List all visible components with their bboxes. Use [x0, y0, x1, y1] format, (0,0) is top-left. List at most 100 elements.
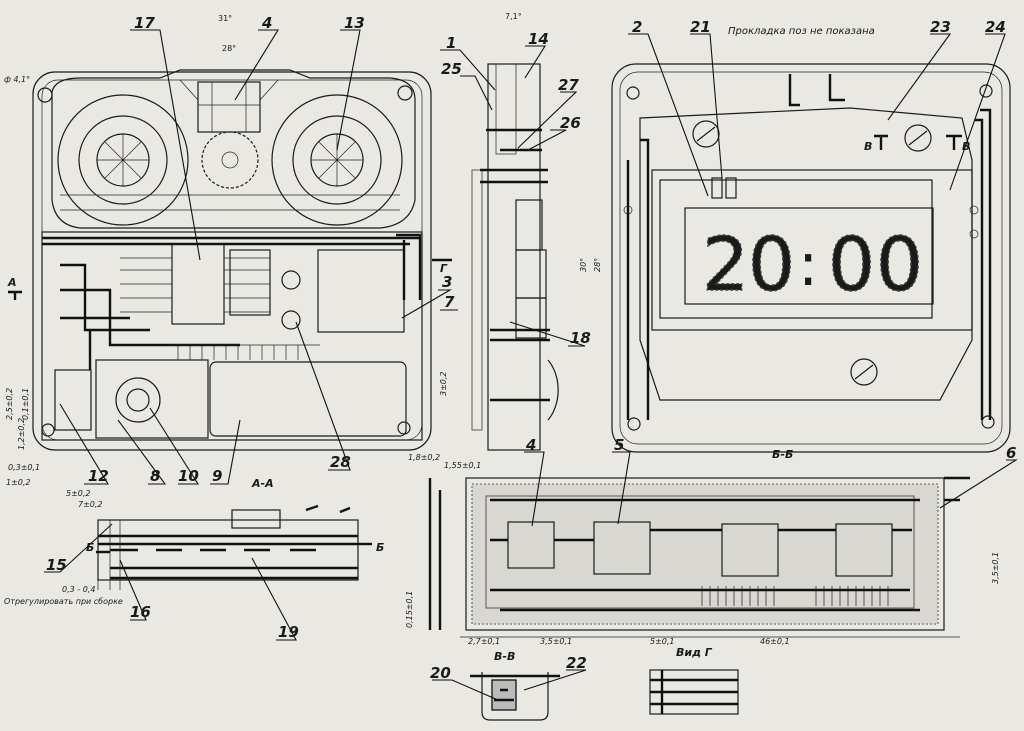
section-mark-v-left: В — [864, 140, 872, 153]
callout-14: 14 — [528, 30, 549, 48]
aa-right-reel-outer — [271, 94, 403, 226]
vv-chip-b — [835, 523, 893, 577]
bb-bezel — [639, 107, 973, 401]
bb-led-pin-1 — [711, 177, 723, 199]
callout-28: 28 — [330, 453, 351, 471]
callout-13: 13 — [344, 14, 365, 32]
bb-digit-4: 0 — [876, 222, 923, 308]
aa-battery-9 — [209, 361, 407, 437]
callout-4-bottom: 4 — [525, 436, 536, 454]
aa-head-detail — [179, 79, 279, 132]
dim-phi: ф 4,1° — [4, 75, 30, 84]
bb-digit-2: 0 — [748, 222, 795, 308]
bb-screw-top-left — [692, 120, 720, 148]
angle-note-4: 30° — [579, 258, 588, 272]
callout-20: 20 — [430, 664, 451, 682]
aa-screw-hole-br — [397, 421, 411, 435]
callout-numbers: 17 4 13 1 14 25 27 26 2 21 23 24 3 7 18 … — [46, 14, 1016, 682]
dim-0-15: 0,15±0,1 — [405, 591, 414, 628]
side-layers — [480, 128, 548, 184]
vv-pad-row — [701, 586, 889, 606]
vg-layers — [650, 670, 738, 714]
bb-digit-3: 0 — [828, 222, 875, 308]
aa-board-bus — [42, 236, 420, 246]
section-mark-v-right: В — [962, 140, 970, 153]
sb-left-wall — [97, 520, 121, 590]
aa-housing-inner — [41, 79, 423, 441]
gasket-note: Прокладка поз не показана — [728, 26, 875, 37]
bb-display-window — [659, 179, 933, 319]
callout-5: 5 — [614, 436, 624, 454]
dim-2-5: 2,5±0,2 — [5, 388, 14, 420]
vv-chip-5 — [593, 521, 651, 575]
callout-9: 9 — [212, 467, 222, 485]
aa-switch-ring — [115, 377, 161, 423]
aa-switch-core — [126, 388, 150, 412]
view-bb-label: Б-Б — [772, 448, 793, 461]
section-mark-a: А — [7, 276, 17, 289]
callout-27: 27 — [558, 76, 579, 94]
aa-screw-28a — [281, 270, 301, 290]
dim-2-7: 2,7±0,1 — [468, 637, 500, 646]
dim-1-2: 1,2±0,2 — [17, 418, 26, 450]
callout-25: 25 — [441, 60, 462, 78]
callout-1: 1 — [446, 34, 456, 52]
aa-relay-3 — [317, 249, 405, 333]
aa-resistor-leads — [120, 257, 270, 313]
callout-3: 3 — [442, 273, 452, 291]
callout-17: 17 — [134, 14, 155, 32]
aa-right-reel-mid — [292, 115, 382, 205]
aa-component-block — [229, 249, 271, 316]
side-section — [471, 63, 559, 451]
aa-screw-28b — [281, 310, 301, 330]
callout-10: 10 — [178, 467, 199, 485]
aa-tape-path — [60, 194, 400, 211]
aa-part-12 — [54, 369, 92, 431]
sb-layers — [98, 534, 358, 580]
dim-7: 7±0,2 — [78, 500, 103, 509]
bb-housing-outline — [611, 63, 1011, 453]
aa-cassette-body — [51, 69, 416, 229]
aa-left-reel-mid — [78, 115, 168, 205]
bb-housing-inner — [619, 71, 1003, 445]
angle-note-2: 28° — [222, 44, 236, 53]
bb-digit-1: 2 — [702, 222, 749, 308]
aa-traces — [60, 263, 240, 370]
section-arrow-v-right — [946, 134, 962, 150]
dim-3-5-right: 3,5±0,1 — [991, 552, 1000, 584]
aa-head-block — [197, 81, 261, 133]
dim-3-5: 3,5±0,1 — [540, 637, 572, 646]
bb-screw-bottom — [850, 358, 878, 386]
bb-screw-slot-right — [908, 130, 928, 146]
dim-5: 5±0,2 — [66, 489, 91, 498]
adjust-note: Отрегулировать при сборке — [4, 597, 123, 606]
view-bb: 2 0 : 0 0 — [611, 63, 1011, 453]
view-aa-label: А-А — [251, 477, 274, 490]
aa-right-reel-spokes — [311, 134, 363, 186]
callout-12: 12 — [88, 467, 109, 485]
side-curve — [547, 359, 559, 421]
callout-23: 23 — [930, 18, 951, 36]
aa-screw-hole-bl — [41, 423, 55, 437]
aa-screw-hole-tr — [397, 85, 413, 101]
aa-housing-outline — [32, 71, 432, 451]
callout-2: 2 — [632, 18, 642, 36]
bb-display-face — [684, 207, 934, 305]
vv-traces — [490, 498, 920, 612]
aa-center-gear — [201, 131, 259, 189]
aa-screw-hole-tl — [37, 87, 53, 103]
view-vv-label: В-В — [494, 650, 515, 663]
dim-0-1: 0,1±0,1 — [21, 388, 30, 420]
callout-19: 19 — [278, 623, 299, 641]
bb-screw-hole-tl — [626, 86, 640, 100]
callout-24: 24 — [985, 18, 1006, 36]
dim-1: 1±0,2 — [6, 478, 31, 487]
detail-cup — [481, 672, 549, 721]
dim-46: 46±0,1 — [760, 637, 790, 646]
bb-separator: : — [798, 230, 818, 300]
side-connector-2 — [515, 249, 547, 299]
callout-26: 26 — [560, 114, 581, 132]
bb-side-wires — [626, 108, 992, 420]
vv-board-fill — [471, 483, 939, 625]
callout-8: 8 — [150, 467, 160, 485]
